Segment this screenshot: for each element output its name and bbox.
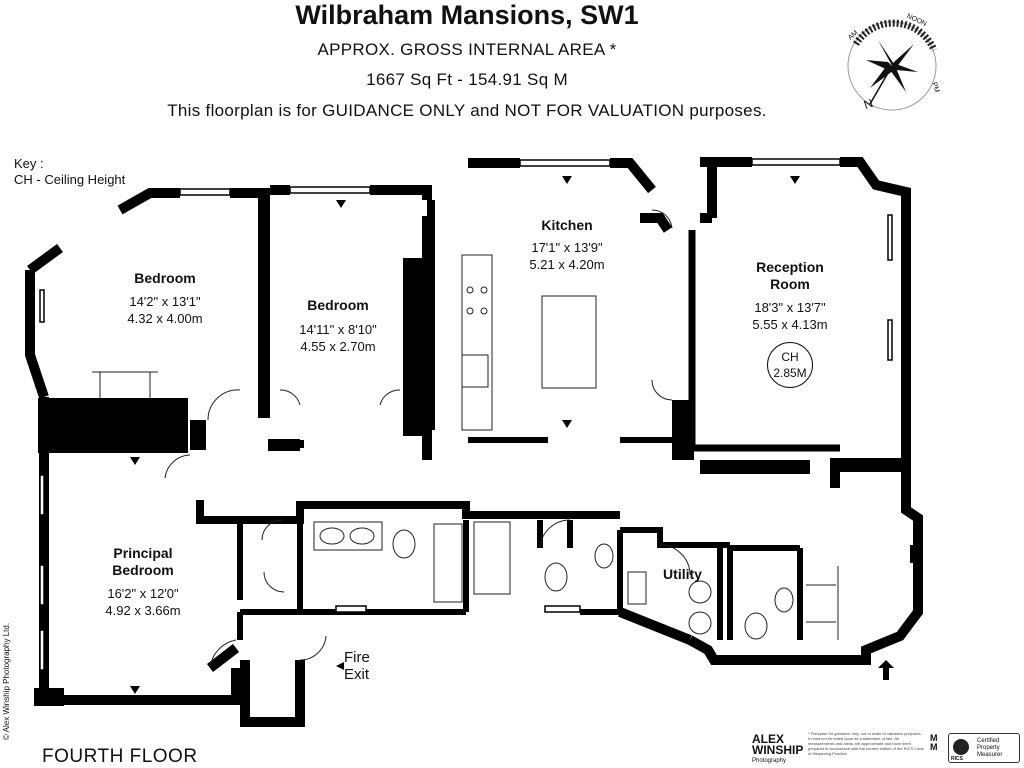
ceiling-height-label: CH bbox=[781, 350, 799, 364]
room-principal-name-line1: Principal bbox=[113, 545, 173, 561]
room-bedroom-2-name: Bedroom bbox=[307, 297, 369, 313]
room-bedroom-2-imperial: 14'11" x 8'10" bbox=[299, 322, 377, 337]
fire-exit-line2: Exit bbox=[344, 666, 370, 683]
room-kitchen-name: Kitchen bbox=[541, 217, 593, 233]
room-reception-name-line2: Room bbox=[770, 276, 810, 292]
room-kitchen-imperial: 17'1" x 13'9" bbox=[531, 240, 603, 255]
brand-logo: ALEX WINSHIP Photography bbox=[752, 732, 804, 767]
copyright-credit: © Alex Winship Photography Ltd. bbox=[2, 622, 11, 740]
room-utility-name: Utility bbox=[663, 566, 702, 582]
rics-logo-icon bbox=[953, 739, 969, 755]
ceiling-height-value: 2.85M bbox=[773, 366, 807, 380]
key-title: Key : bbox=[14, 156, 44, 171]
room-principal-name-line2: Bedroom bbox=[112, 562, 174, 578]
compass-icon bbox=[847, 19, 938, 111]
room-reception-name-line1: Reception bbox=[756, 259, 824, 275]
fire-exit-label: Fire Exit bbox=[344, 649, 370, 683]
room-bedroom-1-metric: 4.32 x 4.00m bbox=[127, 311, 203, 326]
room-reception-imperial: 18'3" x 13'7" bbox=[754, 300, 826, 315]
rics-badge-text: Certified Property Measurer bbox=[977, 738, 1003, 758]
room-bedroom-1-name: Bedroom bbox=[134, 270, 196, 286]
room-bedroom-2-metric: 4.55 x 2.70m bbox=[300, 339, 376, 354]
area-value: 1667 Sq Ft - 154.91 Sq M bbox=[366, 70, 568, 89]
room-principal-metric: 4.92 x 3.66m bbox=[105, 603, 181, 618]
room-principal-imperial: 16'2" x 12'0" bbox=[107, 586, 179, 601]
key-item: CH - Ceiling Height bbox=[14, 172, 126, 187]
rics-badge: Certified Property Measurer bbox=[948, 733, 1020, 763]
mm-logo: M M bbox=[930, 733, 938, 752]
plan-title: Wilbraham Mansions, SW1 bbox=[295, 0, 639, 30]
fire-exit-line1: Fire bbox=[344, 649, 370, 666]
disclaimer: This floorplan is for GUIDANCE ONLY and … bbox=[167, 101, 767, 120]
floor-label: FOURTH FLOOR bbox=[42, 746, 198, 767]
fine-print: * Floorplan for guidance only, not to sc… bbox=[808, 731, 924, 756]
room-kitchen-metric: 5.21 x 4.20m bbox=[529, 257, 605, 272]
brand-line3: Photography bbox=[752, 758, 787, 764]
room-reception-metric: 5.55 x 4.13m bbox=[752, 317, 828, 332]
area-label: APPROX. GROSS INTERNAL AREA * bbox=[317, 40, 617, 59]
ceiling-height-badge: CH 2.85M bbox=[767, 342, 813, 388]
rics-org: RICS bbox=[951, 756, 963, 762]
brand-line1: ALEX bbox=[752, 732, 785, 746]
room-bedroom-1-imperial: 14'2" x 13'1" bbox=[129, 294, 201, 309]
brand-line2: WINSHIP bbox=[752, 743, 804, 757]
